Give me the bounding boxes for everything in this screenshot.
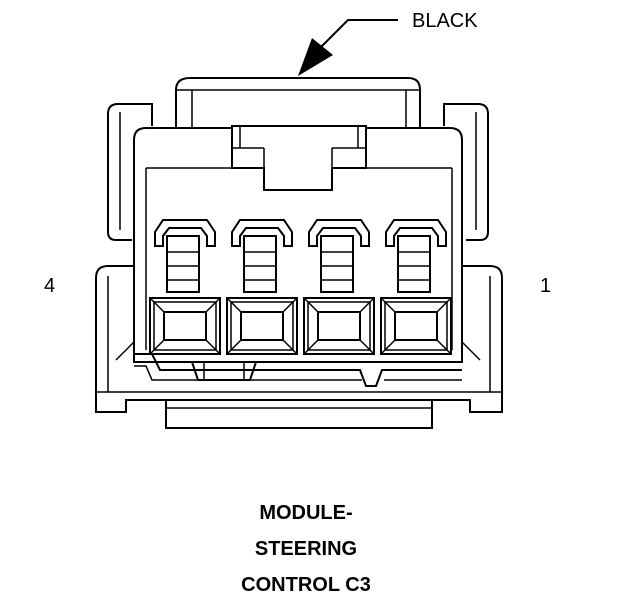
color-label: BLACK — [412, 10, 478, 32]
socket-bevel — [436, 339, 452, 355]
terminal-latch-head — [154, 219, 216, 247]
socket-bevel — [436, 297, 452, 313]
lock-tab — [190, 361, 258, 381]
socket-bevel — [149, 297, 165, 313]
terminal-latch-head — [231, 219, 293, 247]
socket-bevel — [282, 297, 298, 313]
bottom-rail — [165, 399, 433, 429]
pin-4-label: 4 — [44, 275, 55, 297]
terminal-cavities — [149, 219, 452, 355]
terminal-socket — [226, 297, 298, 355]
terminal-latch-stem — [166, 235, 200, 293]
connector-title: MODULE- STEERING CONTROL C3 — [241, 502, 371, 596]
socket-bevel — [303, 339, 319, 355]
terminal-latch-head — [385, 219, 447, 247]
callout-leader-line — [317, 19, 398, 51]
polarizing-key — [231, 125, 367, 191]
socket-bevel — [205, 339, 221, 355]
terminal-socket-inner — [240, 311, 284, 341]
socket-bevel — [380, 339, 396, 355]
socket-bevel-inner — [307, 301, 371, 351]
socket-bevel — [359, 297, 375, 313]
terminal-socket-inner — [163, 311, 207, 341]
socket-bevel-inner — [153, 301, 217, 351]
title-line-2: STEERING — [255, 538, 357, 560]
socket-bevel — [149, 339, 165, 355]
socket-bevel — [359, 339, 375, 355]
terminal-socket-inner — [317, 311, 361, 341]
socket-bevel — [303, 297, 319, 313]
connector-housing — [95, 77, 503, 429]
skirt-right-chamfer — [461, 341, 481, 361]
color-callout: BLACK — [298, 10, 478, 76]
socket-bevel — [282, 339, 298, 355]
top-latch — [175, 77, 421, 128]
socket-bevel — [226, 339, 242, 355]
socket-bevel — [205, 297, 221, 313]
pin-1-label: 1 — [540, 275, 551, 297]
terminal-latch-stem — [320, 235, 354, 293]
terminal-latch-stem — [397, 235, 431, 293]
terminal-socket-inner — [394, 311, 438, 341]
terminal-socket — [149, 297, 221, 355]
callout-arrowhead — [298, 38, 333, 76]
terminal-socket — [303, 297, 375, 355]
socket-bevel — [380, 297, 396, 313]
socket-bevel-inner — [384, 301, 448, 351]
terminal-latch-head — [308, 219, 370, 247]
title-line-3: CONTROL C3 — [241, 574, 371, 596]
socket-bevel — [226, 297, 242, 313]
socket-bevel-inner — [230, 301, 294, 351]
lock-bar-lower — [134, 365, 462, 381]
terminal-latch-stem — [243, 235, 277, 293]
right-ear — [443, 103, 489, 241]
left-ear — [107, 103, 153, 241]
title-line-1: MODULE- — [259, 502, 352, 524]
lock-bar — [134, 353, 462, 387]
terminal-socket — [380, 297, 452, 355]
skirt-left-chamfer — [115, 341, 135, 361]
